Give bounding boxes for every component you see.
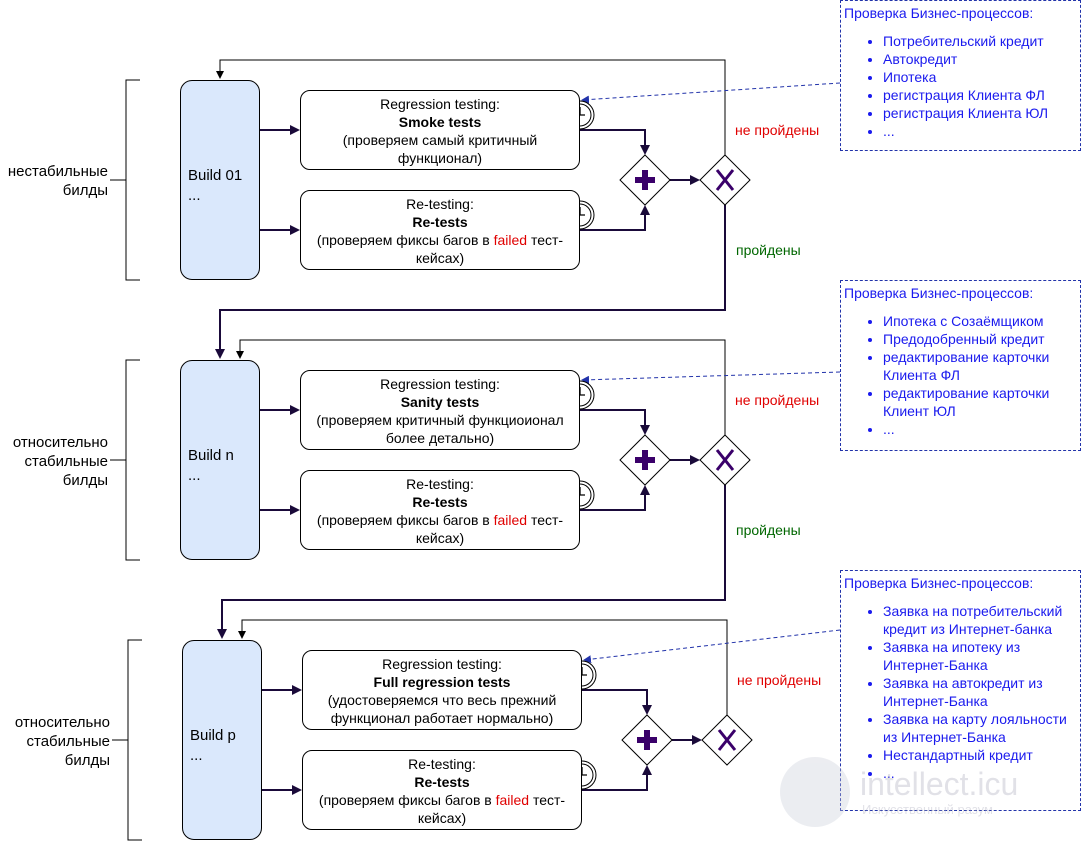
note-title: Проверка Бизнес-процессов: — [844, 575, 1034, 591]
box-line: Re-testing: — [406, 196, 474, 212]
group-label-line: билды — [62, 472, 108, 489]
box-line: более детально) — [385, 430, 495, 446]
build-p-node[interactable]: Build p ... — [182, 640, 262, 840]
note-item: регистрация Клиента ЮЛ — [883, 104, 1080, 122]
build-name: Build p — [190, 727, 236, 744]
group-label-line: билды — [64, 752, 110, 769]
note-item: Нестандартный кредит — [883, 746, 1080, 764]
box-title: Re-tests — [412, 494, 468, 510]
group-label-line: относительно — [14, 714, 110, 731]
watermark: intellect.icu Искусственный разум — [780, 752, 1080, 832]
group-label-line: стабильные — [26, 733, 111, 750]
retest-box-3[interactable]: Re-testing: Re-tests (проверяем фиксы ба… — [302, 750, 582, 830]
watermark-subtitle: Искусственный разум — [862, 802, 993, 817]
build-extra: ... — [188, 467, 201, 484]
build-extra: ... — [190, 747, 203, 764]
failed-label: не пройдены — [735, 122, 820, 138]
note-item: Заявка на автокредит из Интернет-Банка — [883, 674, 1080, 710]
box-title: Sanity tests — [400, 394, 480, 410]
box-line: функционал работает нормально) — [330, 710, 554, 726]
note-item: Заявка на потребительский кредит из Инте… — [883, 602, 1080, 638]
note-item: Предодобренный кредит — [883, 330, 1080, 348]
note-title: Проверка Бизнес-процессов: — [844, 5, 1034, 21]
box-title: Full regression tests — [373, 674, 511, 690]
passed-label: пройдены — [736, 522, 801, 538]
exclusive-gateway-icon — [701, 714, 753, 766]
business-process-note-1: Проверка Бизнес-процессов: Потребительск… — [840, 0, 1081, 151]
row-1-connectors — [215, 59, 841, 359]
box-line: (проверяем фиксы багов в failed тест- — [318, 792, 566, 808]
business-process-note-3: Проверка Бизнес-процессов: Заявка на пот… — [840, 570, 1081, 811]
note-item: Ипотека с Созаёмщиком — [883, 312, 1080, 330]
business-process-note-2: Проверка Бизнес-процессов: Ипотека с Соз… — [840, 280, 1081, 451]
note-title: Проверка Бизнес-процессов: — [844, 285, 1034, 301]
box-line: кейсах) — [417, 810, 467, 826]
note-item: ... — [883, 764, 1080, 782]
box-line: Re-testing: — [408, 756, 476, 772]
box-title: Re-tests — [414, 774, 470, 790]
build-name: Build n — [188, 447, 234, 464]
box-line: Re-testing: — [406, 476, 474, 492]
note-item: ... — [883, 122, 1080, 140]
note-list: Ипотека с Созаёмщиком Предодобренный кре… — [841, 312, 1080, 438]
note-list: Потребительский кредит Автокредит Ипотек… — [841, 32, 1080, 140]
build-extra: ... — [188, 187, 201, 204]
group-label-line: относительно — [12, 434, 108, 451]
box-line: Regression testing: — [380, 376, 500, 392]
note-item: Потребительский кредит — [883, 32, 1080, 50]
build-name: Build 01 — [188, 167, 243, 184]
box-line: Regression testing: — [380, 96, 500, 112]
failed-label: не пройдены — [735, 392, 820, 408]
box-line: кейсах) — [415, 250, 465, 266]
note-item: редактирование карточки Клиента ФЛ — [883, 348, 1080, 384]
regression-full-box[interactable]: Regression testing: Full regression test… — [302, 650, 582, 730]
parallel-gateway-icon — [621, 714, 673, 766]
box-title: Smoke tests — [398, 114, 482, 130]
watermark-logo-icon — [780, 757, 850, 827]
box-line: (удостоверяемся что весь прежний — [327, 692, 557, 708]
box-line: Regression testing: — [382, 656, 502, 672]
retest-box-2[interactable]: Re-testing: Re-tests (проверяем фиксы ба… — [300, 470, 580, 550]
parallel-gateway-icon — [619, 434, 671, 486]
row-3-connectors — [238, 619, 841, 795]
box-line: (проверяем фиксы багов в failed тест- — [316, 512, 564, 528]
box-line: функционал) — [397, 150, 483, 166]
group-label-line: нестабильные — [7, 163, 108, 180]
note-list: Заявка на потребительский кредит из Инте… — [841, 602, 1080, 782]
passed-label: пройдены — [736, 242, 801, 258]
box-title: Re-tests — [412, 214, 468, 230]
group-label-line: билды — [62, 182, 108, 199]
group-label-1: нестабильные билды — [0, 162, 108, 200]
exclusive-gateway-icon — [699, 154, 751, 206]
box-line: (проверяем фиксы багов в failed тест- — [316, 232, 564, 248]
note-item: Заявка на карту лояльности из Интернет-Б… — [883, 710, 1080, 746]
group-label-2: относительно стабильные билды — [0, 433, 108, 490]
build-n-node[interactable]: Build n ... — [180, 360, 260, 560]
note-item: Автокредит — [883, 50, 1080, 68]
row-2-connectors — [217, 339, 841, 639]
note-item: редактирование карточки Клиент ЮЛ — [883, 384, 1080, 420]
note-item: Ипотека — [883, 68, 1080, 86]
build-01-node[interactable]: Build 01 ... — [180, 80, 260, 280]
retest-box-1[interactable]: Re-testing: Re-tests (проверяем фиксы ба… — [300, 190, 580, 270]
group-label-line: стабильные — [24, 453, 109, 470]
regression-sanity-box[interactable]: Regression testing: Sanity tests (провер… — [300, 370, 580, 450]
group-brackets — [110, 79, 142, 841]
watermark-title: intellect.icu — [860, 766, 1019, 802]
failed-label: не пройдены — [737, 672, 822, 688]
note-item: Заявка на ипотеку из Интернет-Банка — [883, 638, 1080, 674]
group-label-3: относительно стабильные билды — [0, 713, 110, 770]
note-item: регистрация Клиента ФЛ — [883, 86, 1080, 104]
box-line: (проверяем критичный функциоионал — [316, 412, 564, 428]
regression-smoke-box[interactable]: Regression testing: Smoke tests (проверя… — [300, 90, 580, 170]
exclusive-gateway-icon — [699, 434, 751, 486]
note-item: ... — [883, 420, 1080, 438]
box-line: кейсах) — [415, 530, 465, 546]
parallel-gateway-icon — [619, 154, 671, 206]
box-line: (проверяем самый критичный — [342, 132, 538, 148]
